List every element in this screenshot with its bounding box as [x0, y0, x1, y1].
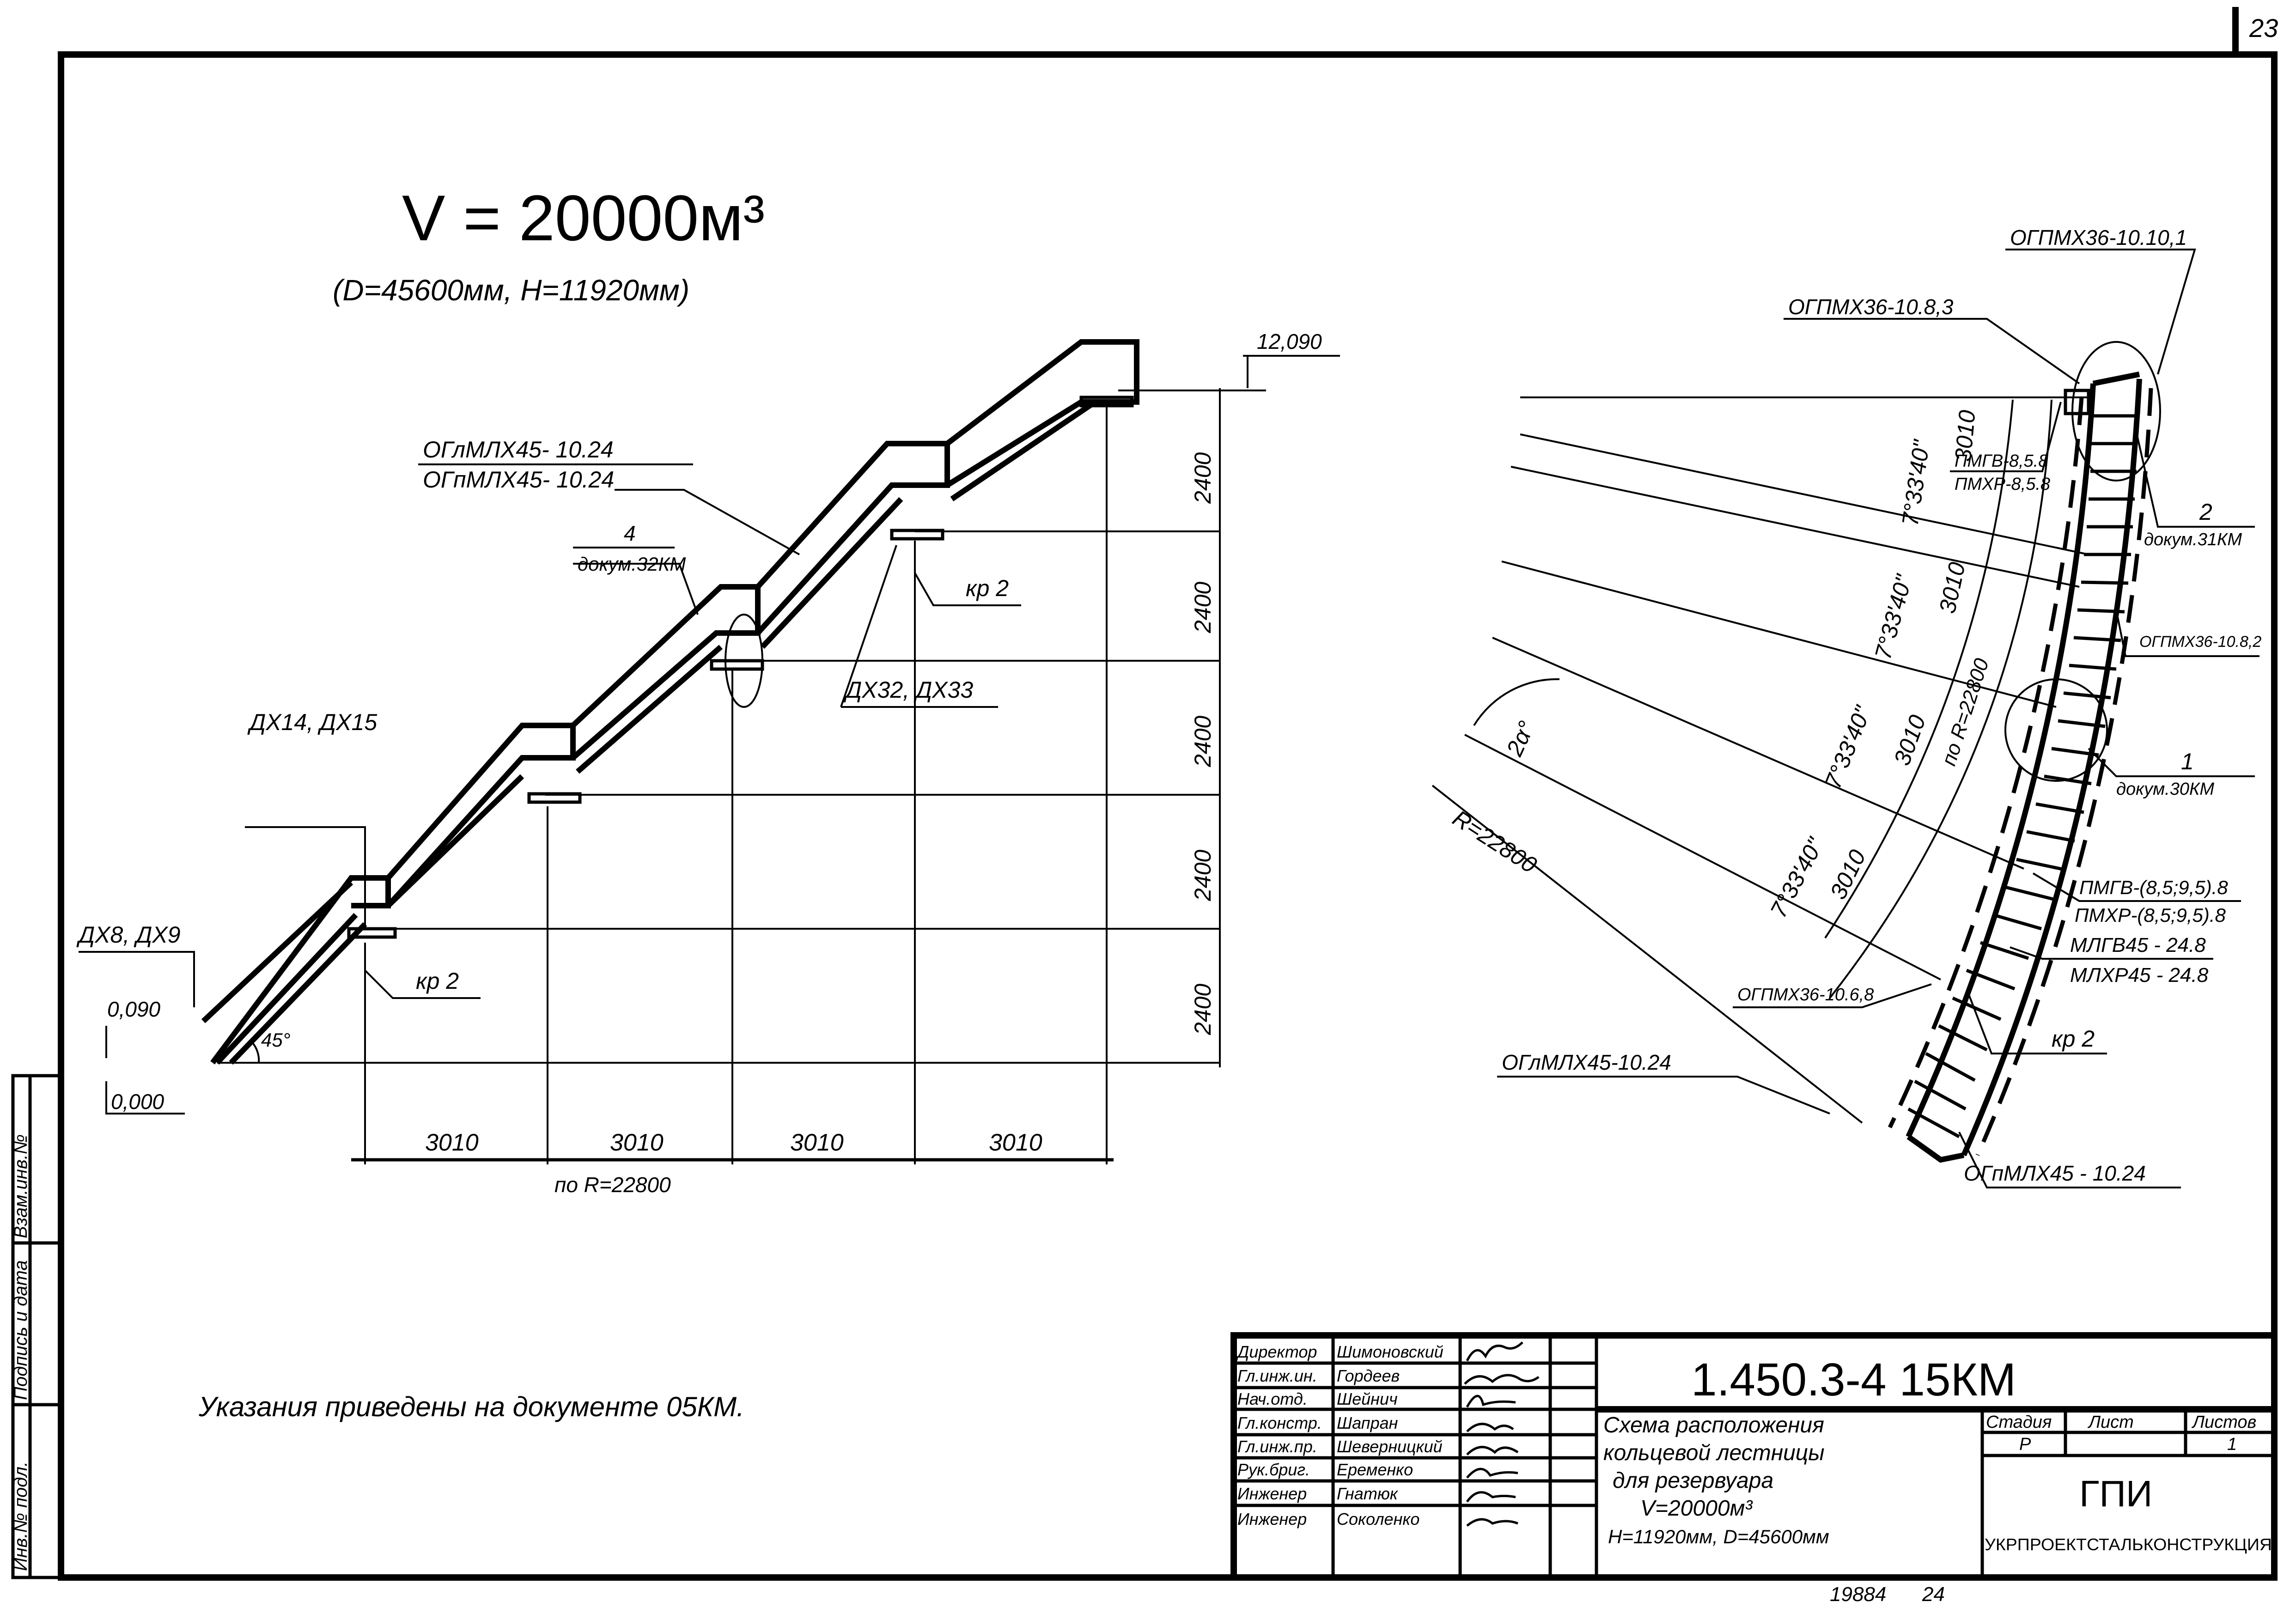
elevation-start-label: 0,090 [107, 997, 161, 1021]
stamp-role-8: Инженер [1237, 1510, 1307, 1529]
description-line-3: для резервуара [1613, 1468, 1773, 1493]
stamp-name-2: Гордеев [1337, 1366, 1400, 1385]
label-node-4-doc: докум.32КМ [578, 553, 686, 575]
vertical-dim-3: 2400 [1190, 716, 1216, 767]
sheet-header: Лист [2087, 1413, 2134, 1432]
label-kr2-plan: кр 2 [2052, 1026, 2095, 1052]
angle-label-3: 7°33'40" [1820, 701, 1876, 792]
radius-label: R=22800 [1448, 805, 1541, 878]
organization-full: УКРПРОЕКТСТАЛЬКОНСТРУКЦИЯ [1985, 1535, 2272, 1554]
label-node-1-doc: докум.30КМ [2116, 780, 2214, 799]
side-stamp-sign: Подпись и дата [11, 1260, 31, 1400]
label-dx8-dx9: ДХ8, ДХ9 [76, 922, 181, 948]
label-ograd-right: ОГпМЛХ45- 10.24 [423, 467, 614, 493]
elevation-view [79, 339, 1340, 1164]
vertical-dim-4: 2400 [1190, 850, 1216, 901]
description-line-4: V=20000м³ [1640, 1496, 1753, 1521]
label-pmhr-range: ПМХР-(8,5;9,5).8 [2075, 904, 2226, 926]
bottom-stamp-suffix: 24 [1922, 1583, 1945, 1606]
label-pmhr-858: ПМХР-8,5.8 [1955, 475, 2050, 494]
organization-short: ГПИ [2079, 1473, 2152, 1514]
two-alpha-label: 2α° [1501, 717, 1540, 761]
label-kr2-lower: кр 2 [416, 968, 459, 994]
vertical-dim-2: 2400 [1190, 582, 1216, 633]
description-line-5: H=11920мм, D=45600мм [1608, 1526, 1829, 1547]
label-oglml-plan: ОГлМЛХ45-10.24 [1502, 1050, 1671, 1074]
plan-view [1431, 249, 2259, 1188]
arc-dim-2: 3010 [1934, 560, 1970, 616]
label-node-2-number: 2 [2199, 499, 2212, 525]
label-node-2-doc: докум.31КМ [2144, 530, 2242, 549]
label-pmgv-range: ПМГВ-(8,5;9,5).8 [2079, 877, 2228, 898]
stamp-role-4: Гл.констр. [1237, 1413, 1322, 1432]
page-number: 23 [2249, 13, 2278, 43]
sheets-header: Листов [2191, 1413, 2256, 1432]
label-node-1-number: 1 [2181, 749, 2194, 774]
description-line-1: Схема расположения [1603, 1413, 1824, 1437]
label-pmgv-858: ПМГВ-8,5.8 [1955, 451, 2048, 471]
label-og-10-8-2: ОГПМХ36-10.8,2 [2139, 633, 2261, 651]
signatures [1464, 1341, 1540, 1527]
label-mlgv: МЛГВ45 - 24.8 [2070, 934, 2206, 956]
label-ograd-left: ОГлМЛХ45- 10.24 [423, 437, 614, 463]
dimensions-subheading: (D=45600мм, H=11920мм) [333, 274, 689, 307]
stamp-role-1: Директор [1236, 1342, 1317, 1361]
horizontal-dim-1: 3010 [425, 1129, 479, 1156]
stamp-role-5: Гл.инж.пр. [1237, 1437, 1317, 1456]
label-og-10-6-8: ОГПМХ36-10.6,8 [1737, 985, 1874, 1005]
stamp-role-3: Нач.отд. [1237, 1389, 1308, 1408]
stamp-role-6: Рук.бриг. [1237, 1460, 1310, 1479]
angle-label-2: 7°33'40" [1870, 571, 1918, 662]
vertical-dim-1: 2400 [1190, 452, 1216, 504]
horizontal-dim-4: 3010 [989, 1129, 1042, 1156]
label-dx32-dx33: ДХ32, ДХ33 [843, 677, 973, 703]
stamp-name-8: Соколенко [1337, 1510, 1419, 1529]
arc-dim-note: по R=22800 [1937, 655, 1993, 768]
side-stamp-replace: Взам.инв.№ [11, 1134, 31, 1238]
label-kr2-upper: кр 2 [966, 575, 1009, 601]
stage-header: Стадия [1986, 1413, 2052, 1432]
label-og-10-8-3: ОГПМХ36-10.8,3 [1788, 295, 1954, 319]
stamp-name-6: Еременко [1337, 1460, 1413, 1479]
angle-label-1: 7°33'40" [1897, 438, 1935, 528]
bottom-stamp-number: 19884 [1830, 1583, 1886, 1606]
stamp-role-2: Гл.инж.ин. [1237, 1366, 1317, 1385]
horizontal-dim-2: 3010 [610, 1129, 664, 1156]
volume-heading: V = 20000м³ [402, 182, 765, 254]
horizontal-dim-note: по R=22800 [554, 1173, 671, 1197]
stamp-role-7: Инженер [1237, 1484, 1307, 1503]
document-code: 1.450.3-4 15КМ [1691, 1354, 2016, 1406]
stamp-name-5: Шеверницкий [1337, 1437, 1443, 1456]
angle-label-4: 7°33'40" [1765, 833, 1829, 922]
stamp-name-3: Шейнич [1337, 1389, 1398, 1408]
label-dx14-dx15: ДХ14, ДХ15 [247, 709, 377, 735]
stamp-name-7: Гнатюк [1337, 1484, 1399, 1503]
stage-value: Р [2019, 1435, 2031, 1454]
description-line-2: кольцевой лестницы [1603, 1441, 1825, 1465]
sheet-frame [58, 7, 2278, 1581]
side-stamp-inv: Инв.№ подл. [11, 1462, 31, 1571]
sheets-value: 1 [2227, 1435, 2237, 1454]
title-block [1230, 1332, 2278, 1581]
arc-dim-1: 3010 [1950, 409, 1980, 463]
elevation-top-label: 12,090 [1257, 329, 1322, 353]
angle-45-label: 45° [261, 1029, 291, 1051]
label-og-10-10-1: ОГПМХ36-10.10,1 [2010, 225, 2187, 250]
side-stamp: Инв.№ подл. Подпись и дата Взам.инв.№ [11, 1074, 63, 1579]
elevation-ground-label: 0,000 [111, 1090, 164, 1114]
stamp-name-4: Шапран [1337, 1413, 1398, 1432]
horizontal-dim-3: 3010 [790, 1129, 844, 1156]
label-node-4-number: 4 [624, 521, 636, 545]
vertical-dim-5: 2400 [1190, 984, 1216, 1035]
label-mlhr: МЛХР45 - 24.8 [2070, 964, 2209, 987]
instructions-note: Указания приведены на документе 05КМ. [198, 1391, 744, 1422]
label-ogpml-plan: ОГпМЛХ45 - 10.24 [1964, 1161, 2146, 1185]
stamp-name-1: Шимоновский [1337, 1342, 1443, 1361]
arc-dim-3: 3010 [1889, 712, 1931, 769]
